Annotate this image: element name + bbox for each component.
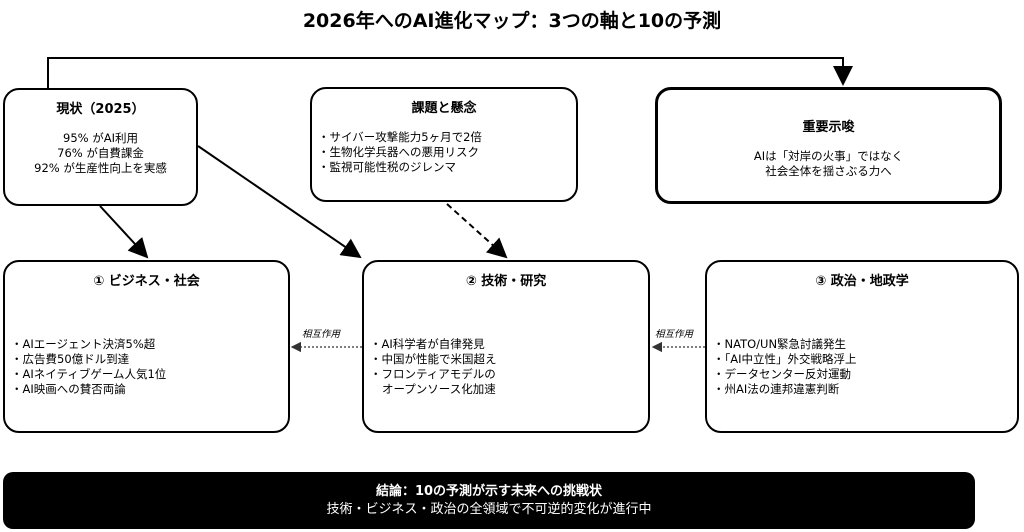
implication-box: 重要示唆 AIは「対岸の火事」ではなく 社会全体を揺さぶる力へ (655, 87, 1002, 204)
concern-item: 監視可能性税のジレンマ (318, 160, 576, 175)
concern-item: サイバー攻撃能力5ヶ月で2倍 (318, 130, 576, 145)
current-status-heading: 現状（2025） (56, 102, 145, 117)
arrow-concerns-to-tech (446, 203, 508, 259)
conclusion-title: 結論：10の予測が示す未来への挑戦状 (375, 484, 603, 499)
tech-item: 中国が性能で米国超え (370, 352, 648, 367)
interaction-label: 相互作用 (655, 329, 694, 340)
politics-item: 「AI中立性」外交戦略浮上 (713, 352, 1017, 367)
interaction-label: 相互作用 (302, 329, 341, 340)
business-item: AIエージェント決済5%超 (11, 337, 288, 352)
conclusion-banner: 結論：10の予測が示す未来への挑戦状 技術・ビジネス・政治の全領域で不可逆的変化… (3, 472, 975, 529)
diagram-title: 2026年へのAI進化マップ：3つの軸と10の予測 (302, 10, 722, 32)
politics-item: NATO/UN緊急討議発生 (713, 337, 1017, 352)
implication-line: AIは「対岸の火事」ではなく (753, 149, 904, 163)
arrow-current-to-tech (197, 145, 362, 259)
current-stat: 76% が自費課金 (57, 146, 144, 160)
politics-item: データセンター反対運動 (713, 367, 1017, 382)
implication-line: 社会全体を揺さぶる力へ (765, 164, 892, 178)
business-heading: ① ビジネス・社会 (93, 274, 200, 289)
concerns-heading: 課題と懸念 (411, 101, 477, 116)
tech-box: ② 技術・研究 AI科学者が自律発見 中国が性能で米国超え フロンティアモデルの… (362, 260, 650, 433)
business-item: AIネイティブゲーム人気1位 (11, 367, 288, 382)
conclusion-subtitle: 技術・ビジネス・政治の全領域で不可逆的変化が進行中 (326, 502, 652, 517)
business-box: ① ビジネス・社会 AIエージェント決済5%超 広告費50億ドル到達 AIネイテ… (3, 260, 290, 433)
concern-item: 生物化学兵器への悪用リスク (318, 145, 576, 160)
arrow-current-to-business (99, 205, 149, 259)
business-item: 広告費50億ドル到達 (11, 352, 288, 367)
business-item: AI映画への賛否両論 (11, 382, 288, 397)
current-stat: 92% が生産性向上を実感 (34, 161, 167, 175)
current-status-box: 現状（2025） 95% がAI利用 76% が自費課金 92% が生産性向上を… (3, 88, 198, 206)
concerns-box: 課題と懸念 サイバー攻撃能力5ヶ月で2倍 生物化学兵器への悪用リスク 監視可能性… (310, 87, 578, 202)
politics-item: 州AI法の連邦違憲判断 (713, 382, 1017, 397)
politics-box: ③ 政治・地政学 NATO/UN緊急討議発生 「AI中立性」外交戦略浮上 データ… (705, 260, 1019, 433)
tech-item: AI科学者が自律発見 (370, 337, 648, 352)
implication-heading: 重要示唆 (802, 120, 855, 135)
top-connector-arrow (47, 57, 853, 88)
current-stat: 95% がAI利用 (63, 131, 138, 145)
tech-item: フロンティアモデルの (370, 367, 648, 382)
tech-item-continuation: オープンソース化加速 (382, 382, 496, 396)
politics-heading: ③ 政治・地政学 (815, 274, 909, 289)
tech-heading: ② 技術・研究 (465, 274, 547, 289)
